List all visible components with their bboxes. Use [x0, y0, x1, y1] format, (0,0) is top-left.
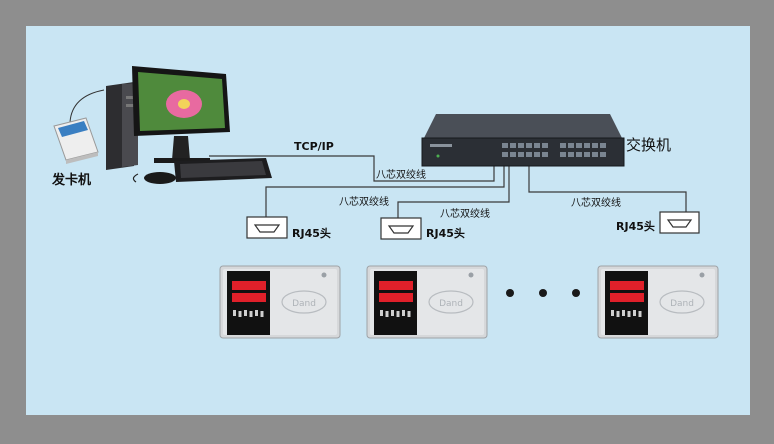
- access-terminal-icon: Dand: [366, 265, 488, 339]
- pc-to-switch-line: [209, 155, 495, 182]
- ellipsis-dots: [506, 289, 580, 297]
- rj45-jack-icon: [380, 217, 422, 240]
- card-issuer-label: 发卡机: [52, 173, 92, 188]
- network-switch-icon: [421, 114, 625, 167]
- access-terminal-icon: Dand: [597, 265, 719, 339]
- terminal-brand-text: Dand: [439, 299, 463, 309]
- access-terminal-icon: Dand: [219, 265, 341, 339]
- connection-lines: [209, 155, 687, 218]
- terminal-brand-text: Dand: [292, 299, 316, 309]
- tcpip-label: TCP/IP: [294, 140, 334, 153]
- keyboard-icon: [174, 158, 272, 182]
- network-diagram: Dand Dand Dand: [53, 66, 719, 339]
- switch-label: 交换机: [626, 136, 672, 154]
- switch-to-rj45-2-line: [397, 166, 510, 218]
- card-issuer-icon: [53, 89, 105, 164]
- monitor-icon: [132, 66, 230, 163]
- rj45-label-3: RJ45头: [616, 220, 655, 233]
- cable-label-3: 八芯双绞线: [440, 209, 490, 220]
- switch-to-rj45-1-line: [265, 166, 505, 217]
- rj45-label-2: RJ45头: [426, 227, 465, 240]
- rj45-jack-icon: [246, 216, 288, 239]
- cable-label-1: 八芯双绞线: [376, 170, 426, 181]
- terminal-brand-text: Dand: [670, 299, 694, 309]
- mouse-icon: [132, 172, 176, 184]
- rj45-jack-icon: [659, 211, 700, 234]
- terminal-units: Dand Dand Dand: [219, 265, 719, 339]
- switch-to-rj45-3-line: [528, 166, 687, 212]
- cable-label-4: 八芯双绞线: [571, 198, 621, 209]
- rj45-label-1: RJ45头: [292, 227, 331, 240]
- cable-label-2: 八芯双绞线: [339, 197, 389, 208]
